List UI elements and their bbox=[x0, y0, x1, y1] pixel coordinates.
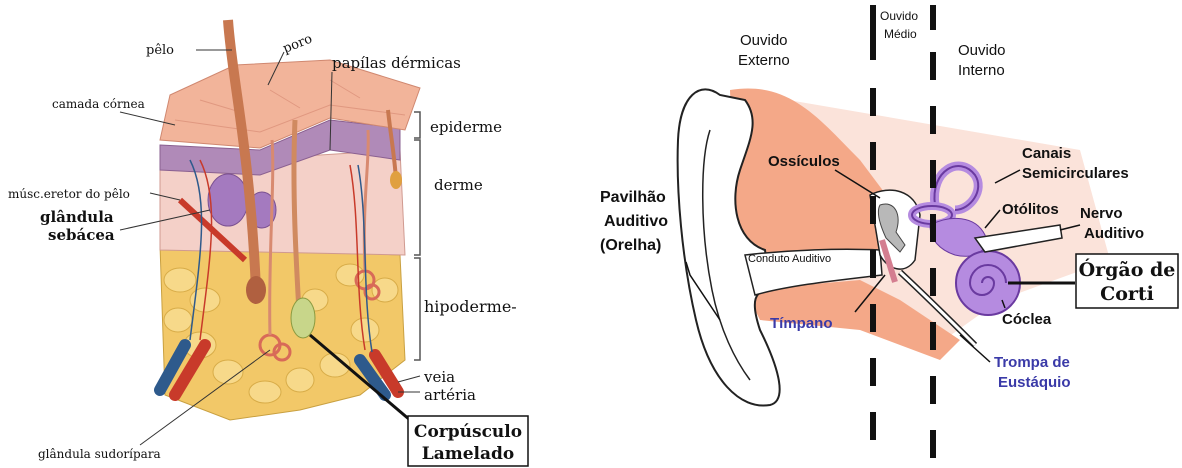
label-glandula-sudoripara: glândula sudorípara bbox=[38, 447, 161, 461]
label-nervo-1: Nervo bbox=[1080, 205, 1123, 222]
label-poro: poro bbox=[281, 31, 315, 56]
label-ouvido-interno-1: Ouvido bbox=[958, 42, 1006, 59]
label-veia: veia bbox=[423, 368, 455, 386]
layer-brackets bbox=[414, 112, 420, 360]
label-glandula-sebacea-2: sebácea bbox=[48, 226, 115, 244]
skin-diagram: pêlo poro papílas dérmicas camada córnea… bbox=[8, 20, 528, 466]
label-nervo-2: Auditivo bbox=[1084, 225, 1144, 242]
label-epiderme: epiderme bbox=[430, 118, 502, 136]
label-ouvido-medio-1: Ouvido bbox=[880, 9, 918, 23]
label-coclea: Cóclea bbox=[1002, 311, 1052, 328]
label-orgao-2: Corti bbox=[1100, 283, 1154, 305]
ear-diagram: Ouvido Externo Ouvido Médio Ouvido Inter… bbox=[600, 5, 1178, 462]
label-pavilhao-3: (Orelha) bbox=[600, 237, 661, 254]
label-arteria: artéria bbox=[424, 386, 476, 404]
label-trompa-1: Trompa de bbox=[994, 354, 1070, 371]
label-ouvido-interno-2: Interno bbox=[958, 62, 1005, 79]
lamellar-corpuscle bbox=[291, 298, 315, 338]
label-canais-1: Canais bbox=[1022, 145, 1071, 162]
label-hipoderme: hipoderme- bbox=[424, 297, 517, 316]
label-ouvido-externo-2: Externo bbox=[738, 52, 790, 69]
label-glandula-sebacea-1: glândula bbox=[40, 208, 114, 226]
label-derme: derme bbox=[434, 176, 483, 194]
sebaceous-gland bbox=[208, 174, 248, 226]
label-ossiculos: Ossículos bbox=[768, 153, 840, 170]
label-ouvido-medio-2: Médio bbox=[884, 27, 917, 41]
label-camada-cornea: camada córnea bbox=[52, 97, 145, 111]
label-otolitos: Otólitos bbox=[1002, 201, 1059, 218]
label-timpano: Tímpano bbox=[770, 315, 833, 332]
label-corpusculo-1: Corpúsculo bbox=[414, 422, 522, 442]
label-pavilhao-2: Auditivo bbox=[604, 213, 668, 230]
label-pavilhao-1: Pavilhão bbox=[600, 189, 666, 206]
label-musc-eretor: músc.eretor do pêlo bbox=[8, 187, 130, 201]
label-ouvido-externo-1: Ouvido bbox=[740, 32, 788, 49]
label-papilas: papílas dérmicas bbox=[332, 54, 461, 72]
label-corpusculo-2: Lamelado bbox=[422, 444, 514, 464]
label-trompa-2: Eustáquio bbox=[998, 374, 1071, 391]
label-canais-2: Semicirculares bbox=[1022, 165, 1129, 182]
label-orgao-1: Órgão de bbox=[1079, 258, 1176, 281]
label-pelo: pêlo bbox=[146, 43, 174, 58]
label-conduto: Conduto Auditivo bbox=[748, 253, 831, 265]
